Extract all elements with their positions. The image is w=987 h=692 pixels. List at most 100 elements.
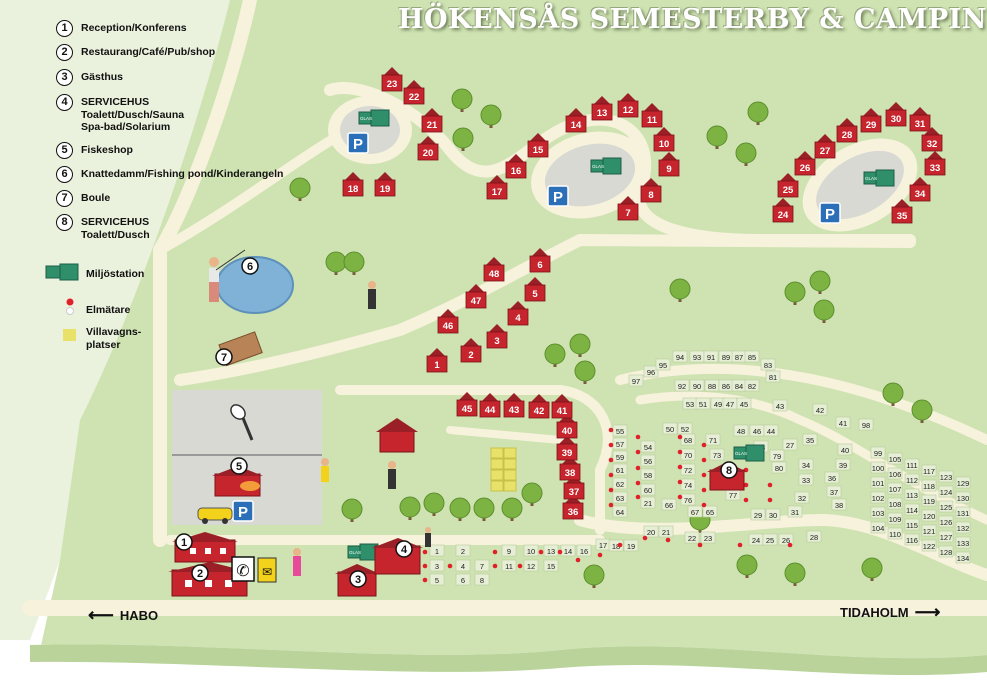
campsite-number: 16 bbox=[580, 547, 588, 556]
campsite: 51 bbox=[695, 397, 711, 410]
cabin-number: 4 bbox=[515, 313, 521, 324]
campsite: 133 bbox=[955, 536, 971, 549]
cabin: 44 bbox=[479, 393, 501, 418]
tree bbox=[452, 127, 474, 151]
campsite: 64 bbox=[612, 505, 628, 518]
campsite-number: 131 bbox=[957, 509, 970, 518]
campsite-number: 68 bbox=[684, 436, 692, 445]
campsite-number: 91 bbox=[707, 353, 715, 362]
cabin: 16 bbox=[505, 154, 527, 179]
cabin-number: 14 bbox=[571, 120, 582, 131]
cabin-number: 2 bbox=[468, 350, 473, 361]
cabin: 28 bbox=[836, 118, 858, 143]
campsite: 18 bbox=[608, 539, 624, 552]
campsite: 72 bbox=[680, 463, 696, 476]
campsite-number: 89 bbox=[722, 353, 730, 362]
campsite: 44 bbox=[763, 424, 779, 437]
campsite: 125 bbox=[938, 500, 954, 513]
power-meter bbox=[635, 480, 641, 486]
campsite-number: 44 bbox=[767, 427, 775, 436]
campsite-number: 9 bbox=[507, 547, 511, 556]
cabin: 33 bbox=[924, 151, 946, 176]
cabin: 25 bbox=[777, 173, 799, 198]
campsite: 5 bbox=[429, 573, 445, 586]
campsite: 21 bbox=[658, 525, 674, 538]
campsite-number: 124 bbox=[940, 488, 953, 497]
cabin: 23 bbox=[381, 67, 403, 92]
campsite-number: 29 bbox=[754, 511, 762, 520]
cabin: 8 bbox=[640, 178, 662, 203]
campsite-number: 19 bbox=[627, 542, 635, 551]
campsite: 91 bbox=[703, 350, 719, 363]
campsite-number: 62 bbox=[616, 480, 624, 489]
legend-villavagn: Villavagns-platser bbox=[86, 326, 142, 351]
cabin-number: 40 bbox=[562, 426, 573, 437]
campsite-number: 39 bbox=[839, 461, 847, 470]
power-meter bbox=[743, 497, 749, 503]
campsite: 46 bbox=[749, 424, 765, 437]
power-meter bbox=[492, 563, 498, 569]
villavagn-plot bbox=[503, 458, 517, 470]
campsite: 42 bbox=[812, 403, 828, 416]
villavagn-plot bbox=[490, 480, 504, 492]
campsite: 123 bbox=[938, 470, 954, 483]
recycling-station-icon: GLAS bbox=[863, 169, 895, 187]
cabin-number: 22 bbox=[409, 92, 420, 103]
villavagn-plots bbox=[490, 447, 517, 492]
cabin: 43 bbox=[503, 393, 525, 418]
campsite-number: 27 bbox=[786, 441, 794, 450]
power-meter bbox=[642, 535, 648, 541]
campsite: 53 bbox=[682, 397, 698, 410]
campsite-number: 115 bbox=[906, 521, 918, 530]
cabin: 45 bbox=[456, 392, 478, 417]
cabin: 35 bbox=[891, 199, 913, 224]
campsite: 120 bbox=[921, 509, 937, 522]
campsite-number: 120 bbox=[923, 512, 936, 521]
campsite: 20 bbox=[643, 525, 659, 538]
campsite: 3 bbox=[429, 559, 445, 572]
tree bbox=[784, 562, 806, 586]
power-meter bbox=[608, 427, 614, 433]
cabin-number: 21 bbox=[427, 120, 438, 131]
campsite-number: 25 bbox=[766, 536, 774, 545]
campsite: 57 bbox=[612, 437, 628, 450]
parking-sign-court: P bbox=[232, 500, 254, 522]
campsite-number: 10 bbox=[527, 547, 535, 556]
campsite: 116 bbox=[904, 533, 920, 546]
campsite: 74 bbox=[680, 478, 696, 491]
campsite-number: 108 bbox=[889, 500, 902, 509]
svg-text:✉: ✉ bbox=[262, 565, 272, 579]
cabin: 7 bbox=[617, 196, 639, 221]
power-meter bbox=[701, 502, 707, 508]
power-meter bbox=[608, 472, 614, 478]
campsite-number: 123 bbox=[940, 473, 953, 482]
power-meter bbox=[608, 457, 614, 463]
campsite: 30 bbox=[765, 508, 781, 521]
campsite: 10 bbox=[523, 544, 539, 557]
campsite-number: 2 bbox=[461, 547, 465, 556]
car-icon bbox=[197, 507, 233, 524]
campsite: 63 bbox=[612, 491, 628, 504]
cabin-number: 36 bbox=[568, 507, 579, 518]
campsite-number: 42 bbox=[816, 406, 824, 415]
campsite-number: 121 bbox=[923, 527, 936, 536]
tree bbox=[747, 101, 769, 125]
page-title: HÖKENSÅS SEMESTERBY & CAMPING bbox=[398, 4, 987, 35]
campsite-number: 118 bbox=[923, 482, 935, 491]
campsite: 94 bbox=[672, 350, 688, 363]
parking-lot-east bbox=[816, 150, 904, 220]
campsite: 65 bbox=[702, 505, 718, 518]
campsite: 82 bbox=[744, 379, 760, 392]
campsite: 36 bbox=[824, 471, 840, 484]
campsite-number: 101 bbox=[872, 479, 885, 488]
phone-icon: ✆ bbox=[231, 556, 255, 582]
power-meter bbox=[517, 563, 523, 569]
cabin-number: 46 bbox=[443, 321, 454, 332]
campsite-number: 112 bbox=[906, 476, 918, 485]
campsite: 29 bbox=[750, 508, 766, 521]
